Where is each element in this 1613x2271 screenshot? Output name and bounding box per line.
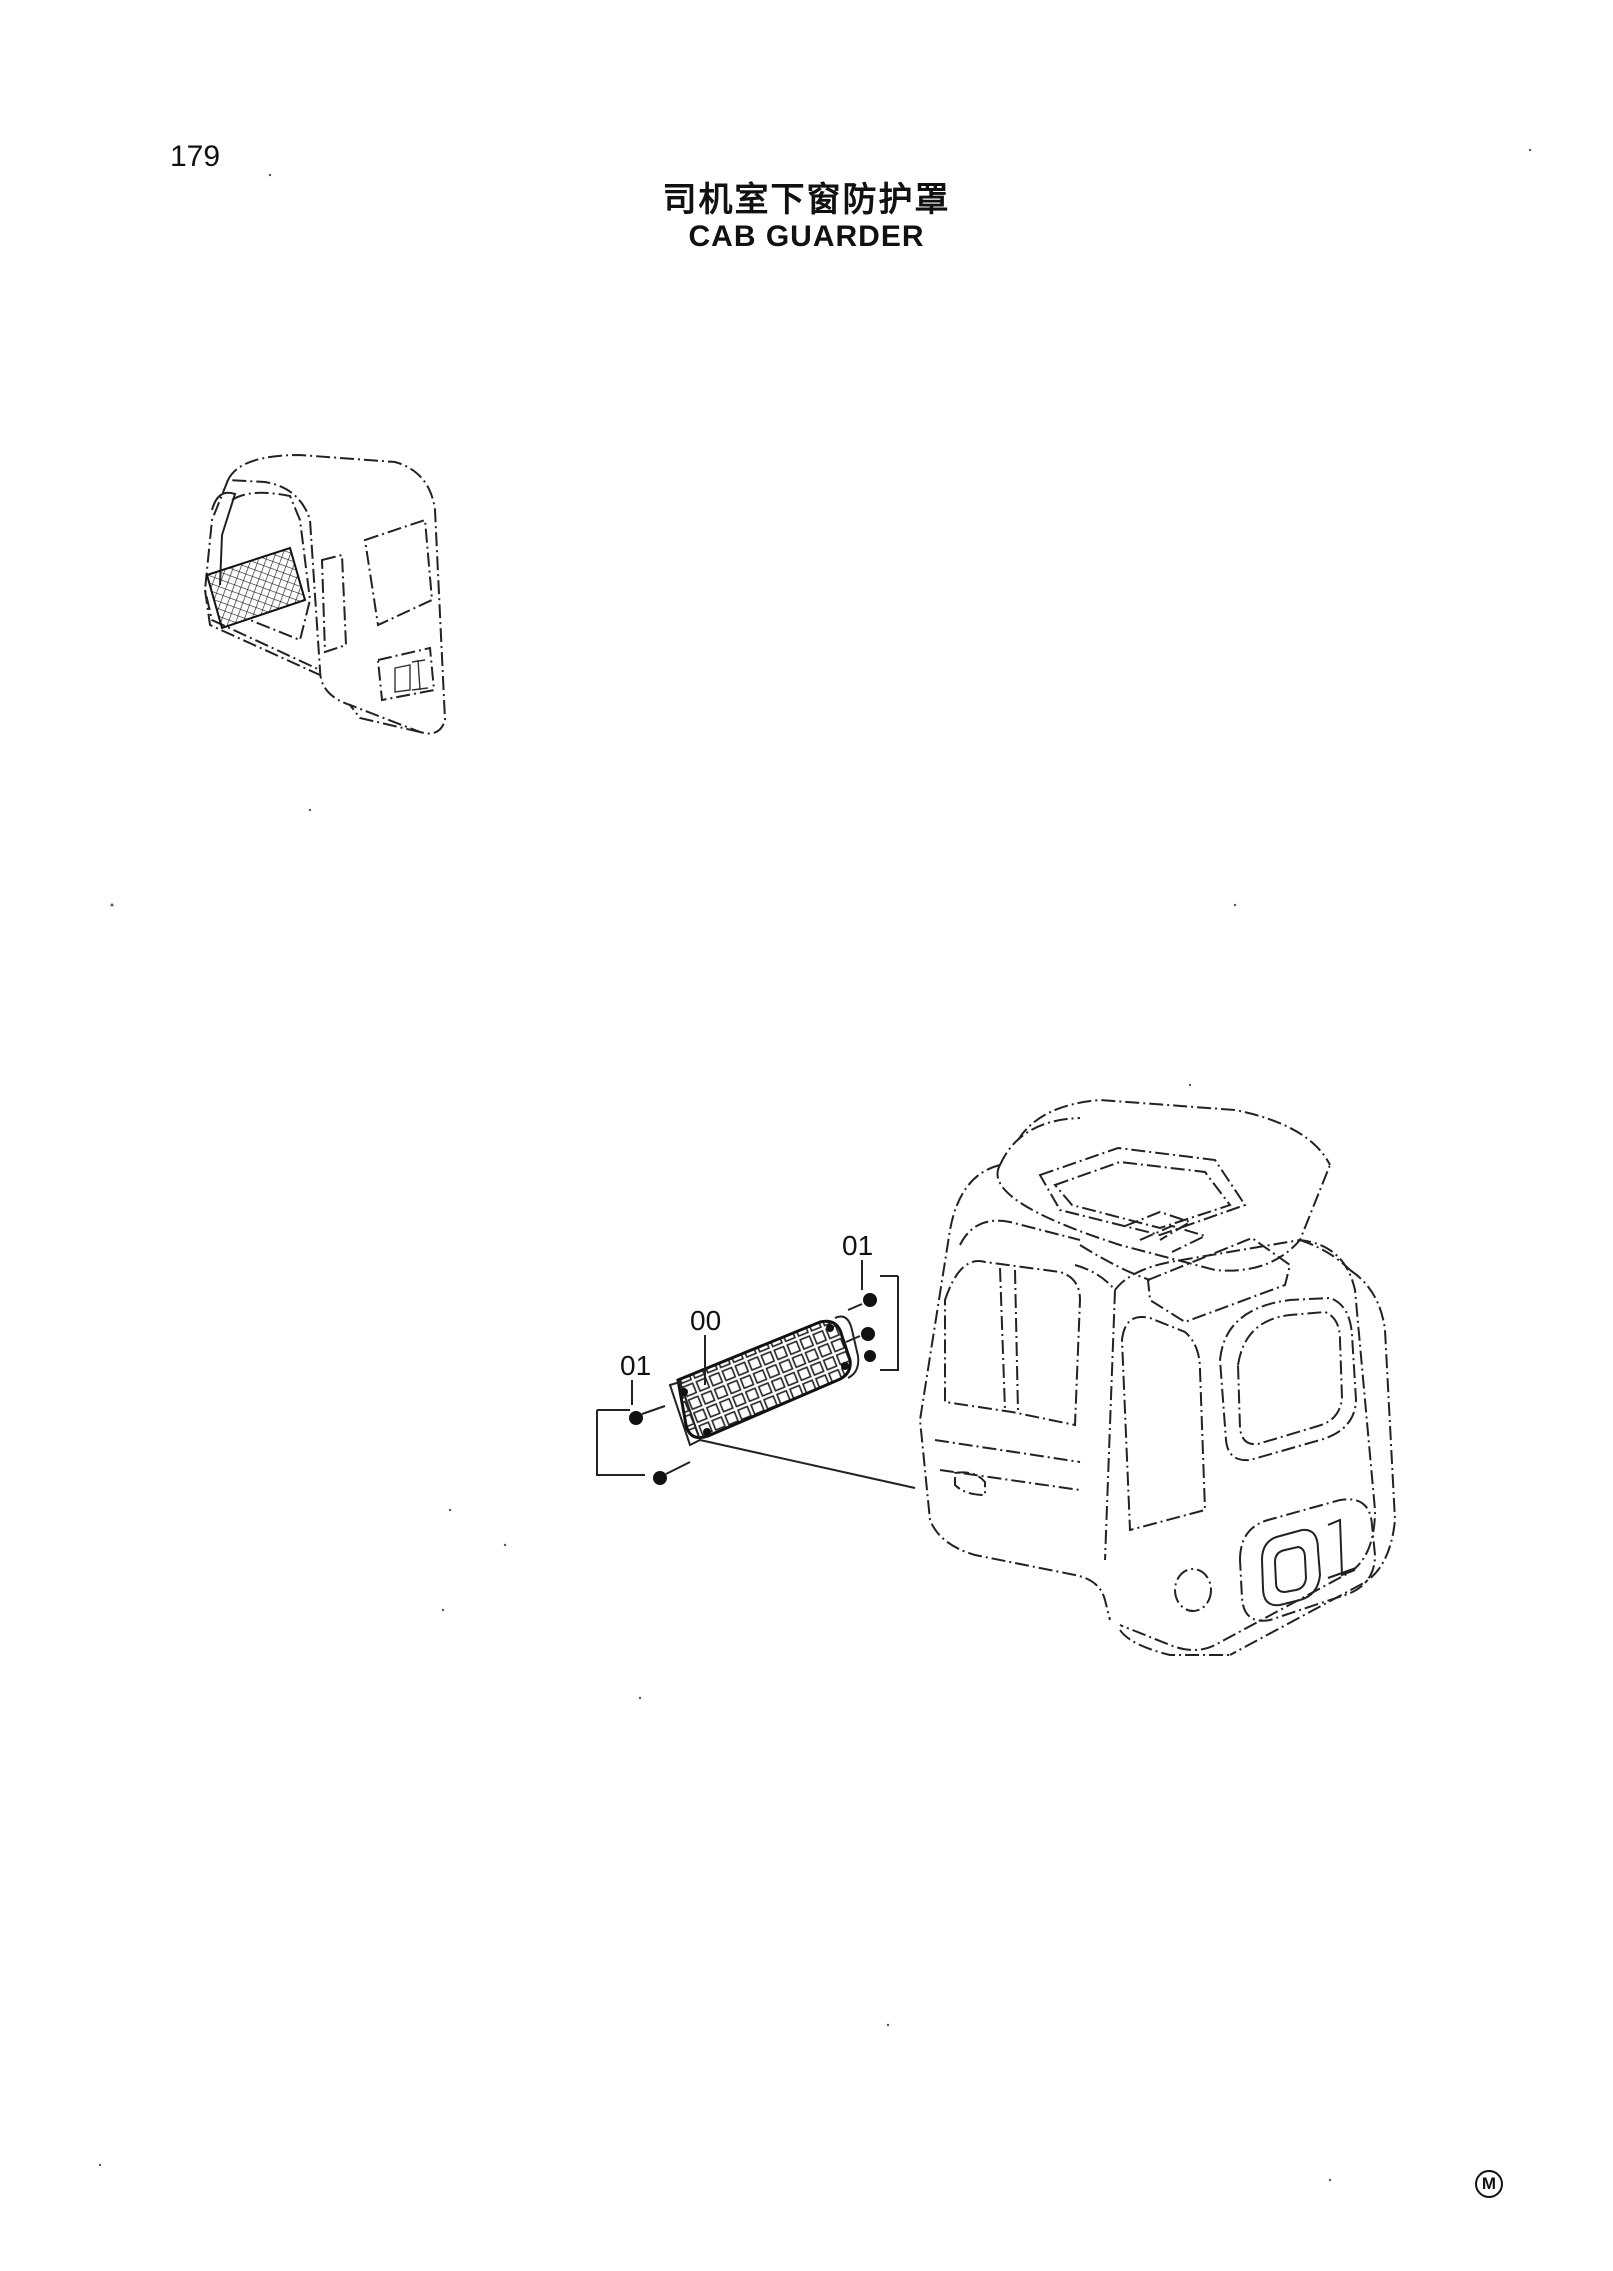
callout-bolt-right: 01	[842, 1230, 873, 1261]
page-title: 司机室下窗防护罩 CAB GUARDER	[0, 180, 1613, 254]
callout-guard: 00	[690, 1305, 721, 1336]
guard-part	[668, 1315, 860, 1447]
callout-bolt-left: 01	[620, 1350, 651, 1381]
main-cab	[918, 1098, 1397, 1656]
bolt-group-left	[596, 1405, 691, 1485]
overview-cab	[203, 453, 447, 735]
title-english: CAB GUARDER	[688, 220, 925, 253]
bolt-group-right	[845, 1275, 899, 1371]
scan-specks	[98, 148, 1532, 2182]
registered-marker-icon: M	[1475, 2170, 1503, 2198]
leader-line	[699, 1439, 916, 1489]
page-number: 179	[170, 140, 221, 173]
title-chinese: 司机室下窗防护罩	[662, 180, 951, 220]
